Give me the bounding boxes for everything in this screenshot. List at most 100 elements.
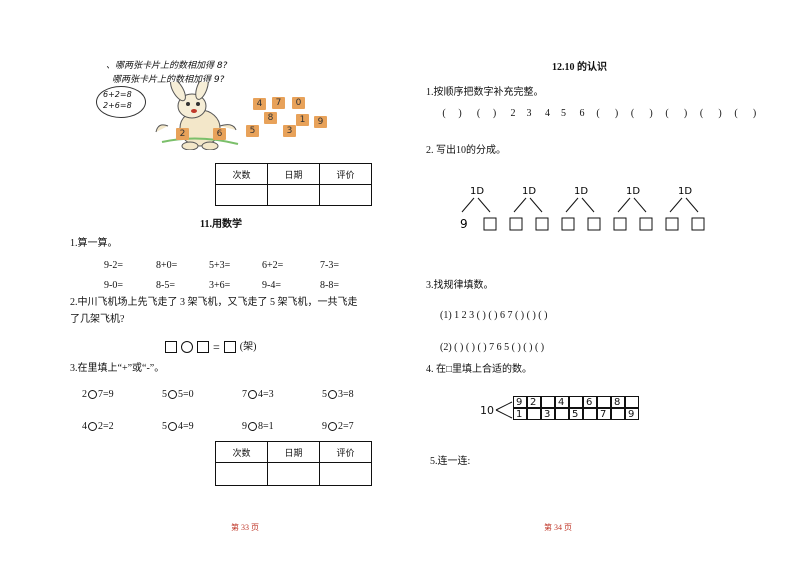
score-cell[interactable] (267, 462, 320, 486)
speech-bubble: 6+2=8 2+6=8 (96, 86, 146, 118)
bubble-line-1: 6+2=8 (103, 90, 132, 99)
tree-root: 1D (470, 186, 484, 197)
score-cell[interactable] (319, 184, 372, 206)
answer-box (509, 217, 523, 231)
answer-box (561, 217, 575, 231)
answer-box (587, 217, 601, 231)
grid-cell: 6 (583, 396, 597, 408)
intro-question-1: 、哪两张卡片上的数相加得 8? (106, 61, 228, 71)
calc-item: 9-2= (104, 260, 123, 271)
page-number-right: 第 34 页 (544, 523, 572, 532)
grid-cell: 8 (611, 396, 625, 408)
page-number-left: 第 33 页 (231, 523, 259, 532)
grid-cell[interactable] (611, 408, 625, 420)
calc-item: 8-5= (156, 280, 175, 291)
q3-label: 3.在里填上“+”或“-”。 (70, 363, 165, 374)
calc-item: 9-0= (104, 280, 123, 291)
split-tree: 1D (613, 186, 653, 231)
score-header-count: 次数 (215, 163, 268, 185)
grid-cell: 9 (625, 408, 639, 420)
score-cell[interactable] (267, 184, 320, 206)
split-tree: 1D (561, 186, 601, 231)
tree-root: 1D (626, 186, 640, 197)
number-card: 8 (264, 112, 277, 124)
equation-boxes: = (架) (165, 338, 256, 356)
calc-item: 9-4= (262, 280, 281, 291)
q2-text-line1: 2.中川飞机场上先飞走了 3 架飞机，又飞走了 5 架飞机，一共飞走 (70, 297, 358, 308)
answer-box[interactable] (165, 341, 177, 354)
operator-circle[interactable] (181, 341, 193, 354)
calc-item: 7-3= (320, 260, 339, 271)
calc-item: 3+6= (209, 280, 231, 291)
branch-lines (495, 401, 513, 419)
number-card: 0 (292, 97, 305, 109)
score-header-date: 日期 (267, 441, 320, 463)
tree-part: 9 (460, 217, 468, 231)
score-cell[interactable] (215, 462, 268, 486)
pattern-row-1: (1) 1 2 3 ( ) ( ) 6 7 ( ) ( ) ( ) (440, 310, 548, 321)
grid-cell: 5 (569, 408, 583, 420)
grid-cell[interactable] (597, 396, 611, 408)
answer-box[interactable] (223, 341, 236, 354)
grid-cell[interactable] (569, 396, 583, 408)
intro-question-2: 哪两张卡片上的数相加得 9? (112, 75, 225, 85)
q2-text-line2: 了几架飞机? (70, 314, 125, 325)
split-tree: 1D (665, 186, 705, 231)
number-card: 1 (296, 114, 309, 126)
score-cell[interactable] (319, 462, 372, 486)
decomposition-trees: 1D 9 1D 1D 1D 1D (460, 186, 705, 231)
calc-item: 8+0= (156, 260, 178, 271)
number-card: 4 (253, 98, 266, 110)
score-table: 次数 日期 评价 (215, 163, 372, 206)
section-title-11: 11.用数学 (200, 219, 242, 230)
tree-root: 1D (522, 186, 536, 197)
number-card: 2 (176, 128, 189, 140)
number-card: 3 (283, 125, 296, 137)
calc-item: 8-8= (320, 280, 339, 291)
grid-cell: 2 (527, 396, 541, 408)
answer-box (483, 217, 497, 231)
grid-cell[interactable] (555, 408, 569, 420)
number-card: 7 (272, 97, 285, 109)
unit-label: (架) (239, 341, 257, 353)
answer-box (665, 217, 679, 231)
answer-box[interactable] (197, 341, 209, 354)
score-header-count: 次数 (215, 441, 268, 463)
grid-root: 10 (480, 404, 494, 417)
q2-label: 2. 写出10的分成。 (426, 145, 506, 156)
section-title-12: 12.10 的认识 (552, 62, 607, 73)
grid-cell[interactable] (583, 408, 597, 420)
number-card: 9 (314, 116, 327, 128)
grid-cell: 3 (541, 408, 555, 420)
score-header-date: 日期 (267, 163, 320, 185)
answer-box (613, 217, 627, 231)
grid-cell[interactable] (625, 396, 639, 408)
score-table: 次数 日期 评价 (215, 441, 372, 486)
grid-cell: 9 (513, 396, 527, 408)
pattern-row-2: (2) ( ) ( ) ( ) 7 6 5 ( ) ( ) ( ) (440, 342, 545, 353)
q1-label: 1.算一算。 (70, 238, 118, 249)
score-cell[interactable] (215, 184, 268, 206)
grid-cell: 1 (513, 408, 527, 420)
calc-item: 5+3= (209, 260, 231, 271)
grid-cell[interactable] (527, 408, 541, 420)
score-header-rating: 评价 (319, 163, 372, 185)
q1-label: 1.按顺序把数字补充完整。 (426, 87, 544, 98)
rabbit-illustration (155, 82, 239, 150)
tree-root: 1D (678, 186, 692, 197)
calc-item: 6+2= (262, 260, 284, 271)
split-tree: 1D (509, 186, 549, 231)
number-card: 6 (213, 128, 226, 140)
score-header-rating: 评价 (319, 441, 372, 463)
grid-cell[interactable] (541, 396, 555, 408)
tree-root: 1D (574, 186, 588, 197)
q3-label: 3.找规律填数。 (426, 280, 494, 291)
